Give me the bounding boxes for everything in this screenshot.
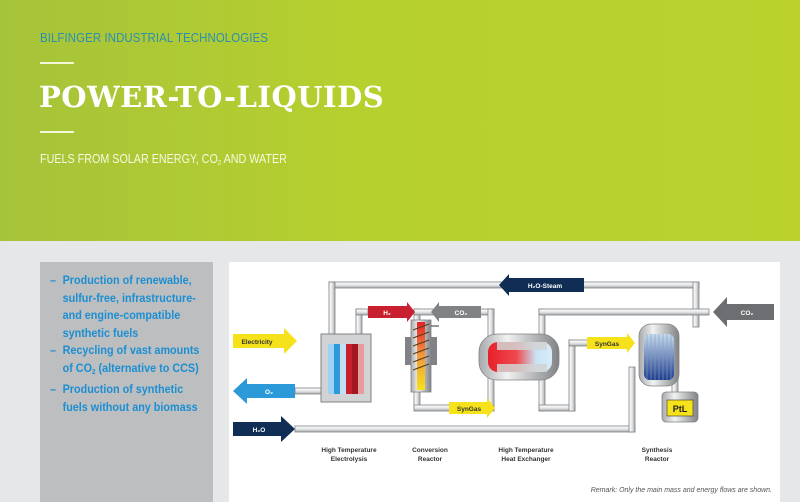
syngas-2-label: SynGas: [595, 341, 620, 348]
subtitle-subscript: 2: [217, 160, 222, 167]
benefit-item: –Production of synthetic fuels without a…: [50, 381, 203, 416]
caption-synthesis-2: Reactor: [645, 456, 670, 463]
benefit-item: –Recycling of vast amounts of CO2 (alter…: [50, 342, 203, 381]
benefits-list: –Production of renewable, sulfur-free, i…: [40, 262, 213, 416]
electrolysis-unit: [320, 333, 372, 403]
pipe-co2-main: [538, 308, 710, 316]
heat-exchanger: [478, 333, 560, 381]
benefit-text: Production of synthetic fuels without an…: [62, 382, 198, 414]
caption-electrolysis-2: Electrolysis: [331, 456, 368, 463]
bullet-dash: –: [50, 382, 57, 396]
h2-label: H₂: [383, 310, 391, 317]
electricity-label: Electricity: [241, 339, 272, 346]
h2o-arrow: [233, 416, 295, 442]
syngas-1-label: SynGas: [457, 406, 482, 413]
process-diagram-panel: PtL Electricity O₂ H₂O H₂ CO₂ CO₂ H₂O-St…: [229, 262, 780, 502]
diagram-remark: Remark: Only the main mass and energy fl…: [590, 487, 772, 494]
pipe-syngas-2: [568, 339, 590, 347]
pipe-steam-right: [692, 281, 700, 328]
divider-bottom: [40, 131, 74, 133]
co2-mid-label: CO₂: [455, 310, 468, 317]
o2-arrow: [233, 378, 295, 404]
synthesis-reactor: [638, 323, 680, 387]
caption-conversion-2: Reactor: [418, 456, 443, 463]
page-subtitle: FUELS FROM SOLAR ENERGY, CO2 AND WATER: [40, 152, 287, 167]
h2-arrow: [368, 302, 415, 322]
syngas-1-arrow: [449, 398, 495, 418]
ptl-tank: PtL: [661, 391, 699, 423]
steam-label: H₂O-Steam: [528, 283, 563, 290]
steam-arrow: [499, 274, 584, 296]
pipe-hx-in: [487, 308, 495, 338]
process-diagram: PtL Electricity O₂ H₂O H₂ CO₂ CO₂ H₂O-St…: [233, 274, 774, 463]
co2-input-arrow: [713, 297, 774, 327]
electricity-arrow: [233, 328, 297, 354]
ptl-label: PtL: [673, 404, 688, 414]
o2-label: O₂: [265, 389, 273, 396]
caption-heat-exchanger-1: High Temperature: [498, 447, 554, 454]
syngas-2-arrow: [587, 333, 635, 353]
co2-mid-arrow: [431, 302, 481, 322]
benefit-text-end: (alternative to CCS): [95, 360, 199, 375]
page-title: POWER-TO-LIQUIDS: [39, 80, 385, 114]
bullet-dash: –: [50, 273, 57, 287]
pipe-water: [294, 425, 636, 433]
h2o-label: H₂O: [253, 427, 266, 434]
subtitle-text: FUELS FROM SOLAR ENERGY, CO: [40, 152, 218, 166]
divider-top: [40, 62, 74, 64]
benefit-text: Recycling of vast amounts of CO: [62, 343, 200, 375]
header-banner: BILFINGER INDUSTRIAL TECHNOLOGIES POWER-…: [0, 0, 800, 241]
bullet-dash: –: [50, 343, 57, 357]
caption-heat-exchanger-2: Heat Exchanger: [501, 456, 551, 463]
conversion-reactor: [405, 319, 439, 393]
caption-conversion-1: Conversion: [412, 447, 448, 454]
pipe-syngas-up: [568, 339, 576, 412]
benefit-item: –Production of renewable, sulfur-free, i…: [50, 272, 203, 342]
co2-input-label: CO₂: [741, 310, 754, 317]
benefits-sidebar: –Production of renewable, sulfur-free, i…: [40, 262, 213, 502]
caption-electrolysis-1: High Temperature: [321, 447, 377, 454]
caption-synthesis-1: Synthesis: [642, 447, 673, 454]
pipe-water-up: [628, 366, 636, 433]
subtitle-text-end: AND WATER: [221, 152, 287, 166]
pipe-steam-down: [328, 281, 336, 343]
flow-arrows: Electricity O₂ H₂O H₂ CO₂ CO₂ H₂O-Steam …: [233, 274, 774, 442]
component-captions: High Temperature Electrolysis Conversion…: [321, 447, 672, 463]
benefit-subscript: 2: [92, 368, 96, 376]
pipe-h2: [355, 308, 369, 316]
benefit-text: Production of renewable, sulfur-free, in…: [62, 273, 196, 340]
brand-name: BILFINGER INDUSTRIAL TECHNOLOGIES: [40, 30, 268, 45]
